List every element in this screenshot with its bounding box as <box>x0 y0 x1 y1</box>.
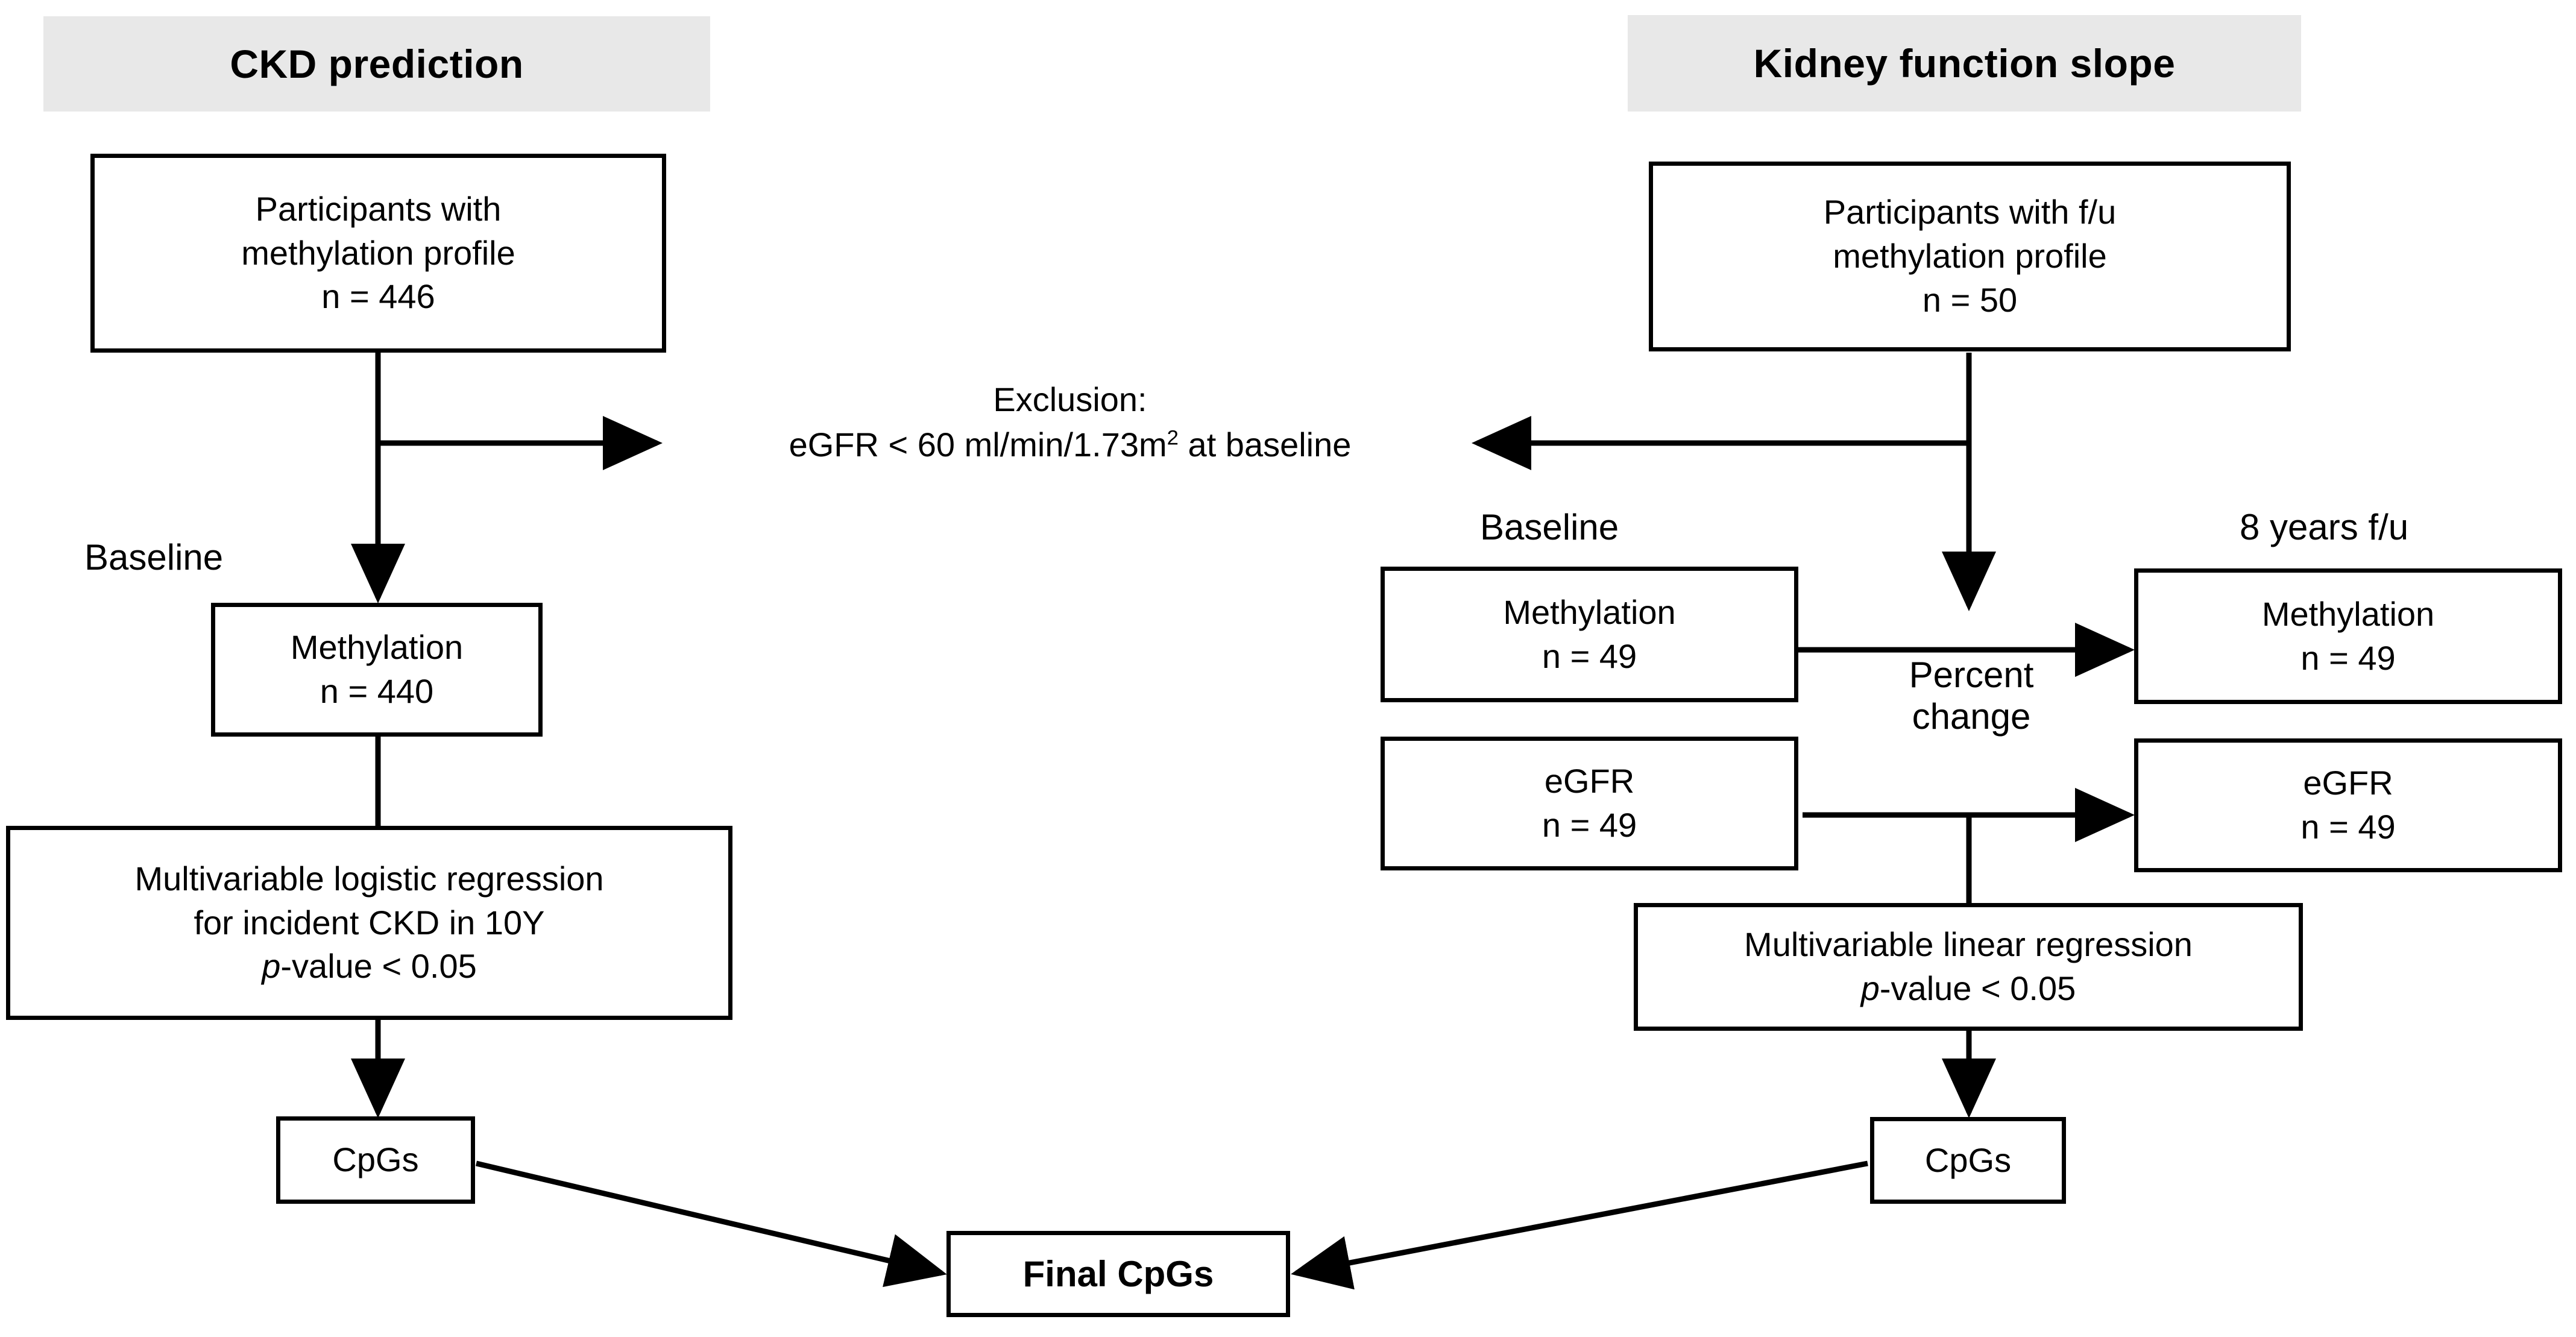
node-left-methylation-line1: Methylation <box>290 628 464 667</box>
node-followup-methylation-line1: Methylation <box>2261 594 2435 633</box>
edge-right-cpgs-to-final <box>1291 1160 1868 1290</box>
node-right-linear-regression: Multivariable linear regression p-value … <box>1634 903 2303 1031</box>
node-left-participants: Participants with methylation profile n … <box>90 154 666 353</box>
node-left-cpgs: CpGs <box>276 1116 475 1204</box>
label-left-baseline: Baseline <box>84 536 223 578</box>
label-percent-change-line2: change <box>1912 696 2031 737</box>
column-header-ckd-prediction: CKD prediction <box>43 16 710 112</box>
exclusion-line2: eGFR < 60 ml/min/1.73m2 at baseline <box>669 422 1471 467</box>
column-header-kidney-function-slope-label: Kidney function slope <box>1753 41 2176 86</box>
node-right-cpgs: CpGs <box>1870 1117 2066 1204</box>
node-baseline-egfr: eGFR n = 49 <box>1381 737 1798 870</box>
node-followup-egfr: eGFR n = 49 <box>2134 738 2562 872</box>
node-right-participants: Participants with f/u methylation profil… <box>1649 162 2291 351</box>
node-left-methylation: Methylation n = 440 <box>211 603 543 737</box>
column-header-kidney-function-slope: Kidney function slope <box>1628 15 2301 112</box>
node-baseline-egfr-line1: eGFR <box>1544 762 1635 801</box>
label-percent-change: Percent change <box>1857 654 2086 737</box>
node-baseline-methylation: Methylation n = 49 <box>1381 567 1798 702</box>
node-right-cpgs-label: CpGs <box>1924 1140 2012 1179</box>
node-baseline-egfr-count: n = 49 <box>1542 806 1637 844</box>
node-left-logistic-regression: Multivariable logistic regression for in… <box>6 826 732 1020</box>
label-right-followup: 8 years f/u <box>2240 506 2408 548</box>
node-right-regression-line1: Multivariable linear regression <box>1744 925 2193 964</box>
exclusion-criteria: Exclusion: eGFR < 60 ml/min/1.73m2 at ba… <box>669 377 1471 467</box>
node-left-regression-line1: Multivariable logistic regression <box>134 859 604 898</box>
exclusion-line1: Exclusion: <box>993 380 1147 418</box>
exclusion-line2-main: eGFR < 60 ml/min/1.73m <box>789 426 1167 464</box>
node-right-participants-line1: Participants with f/u <box>1823 193 2117 231</box>
label-left-baseline-text: Baseline <box>84 537 224 577</box>
node-right-participants-line2: methylation profile <box>1833 237 2107 275</box>
column-header-ckd-prediction-label: CKD prediction <box>230 42 524 86</box>
node-final-cpgs-label: Final CpGs <box>1022 1253 1214 1294</box>
node-right-regression-pvalue-p: p <box>1860 969 1880 1007</box>
exclusion-line2-tail: at baseline <box>1178 426 1352 464</box>
node-left-cpgs-label: CpGs <box>332 1140 419 1179</box>
label-right-baseline-text: Baseline <box>1480 507 1619 547</box>
node-left-participants-line1: Participants with <box>255 189 502 228</box>
label-right-baseline: Baseline <box>1480 506 1619 548</box>
node-baseline-methylation-count: n = 49 <box>1542 637 1637 675</box>
edge-left-cpgs-to-final <box>475 1160 947 1288</box>
node-left-regression-line2: for incident CKD in 10Y <box>194 903 545 942</box>
node-followup-egfr-line1: eGFR <box>2303 764 2393 802</box>
node-right-regression-pvalue-rest: -value < 0.05 <box>1879 969 2076 1007</box>
label-right-followup-text: 8 years f/u <box>2240 507 2409 547</box>
exclusion-line2-superscript: 2 <box>1167 426 1179 450</box>
node-left-methylation-count: n = 440 <box>320 672 434 710</box>
node-right-regression-pvalue: p-value < 0.05 <box>1861 967 2076 1011</box>
node-followup-methylation: Methylation n = 49 <box>2134 568 2562 704</box>
node-followup-egfr-count: n = 49 <box>2300 808 2396 846</box>
node-left-participants-count: n = 446 <box>321 277 435 316</box>
label-percent-change-line1: Percent <box>1909 655 2034 695</box>
node-left-regression-pvalue: p-value < 0.05 <box>262 945 477 989</box>
node-left-regression-pvalue-rest: -value < 0.05 <box>280 947 477 986</box>
node-left-regression-pvalue-p: p <box>262 947 281 986</box>
node-followup-methylation-count: n = 49 <box>2300 638 2396 677</box>
node-final-cpgs: Final CpGs <box>946 1231 1290 1317</box>
node-baseline-methylation-line1: Methylation <box>1503 593 1676 631</box>
node-left-participants-line2: methylation profile <box>241 233 515 272</box>
node-right-participants-count: n = 50 <box>1922 280 2018 319</box>
